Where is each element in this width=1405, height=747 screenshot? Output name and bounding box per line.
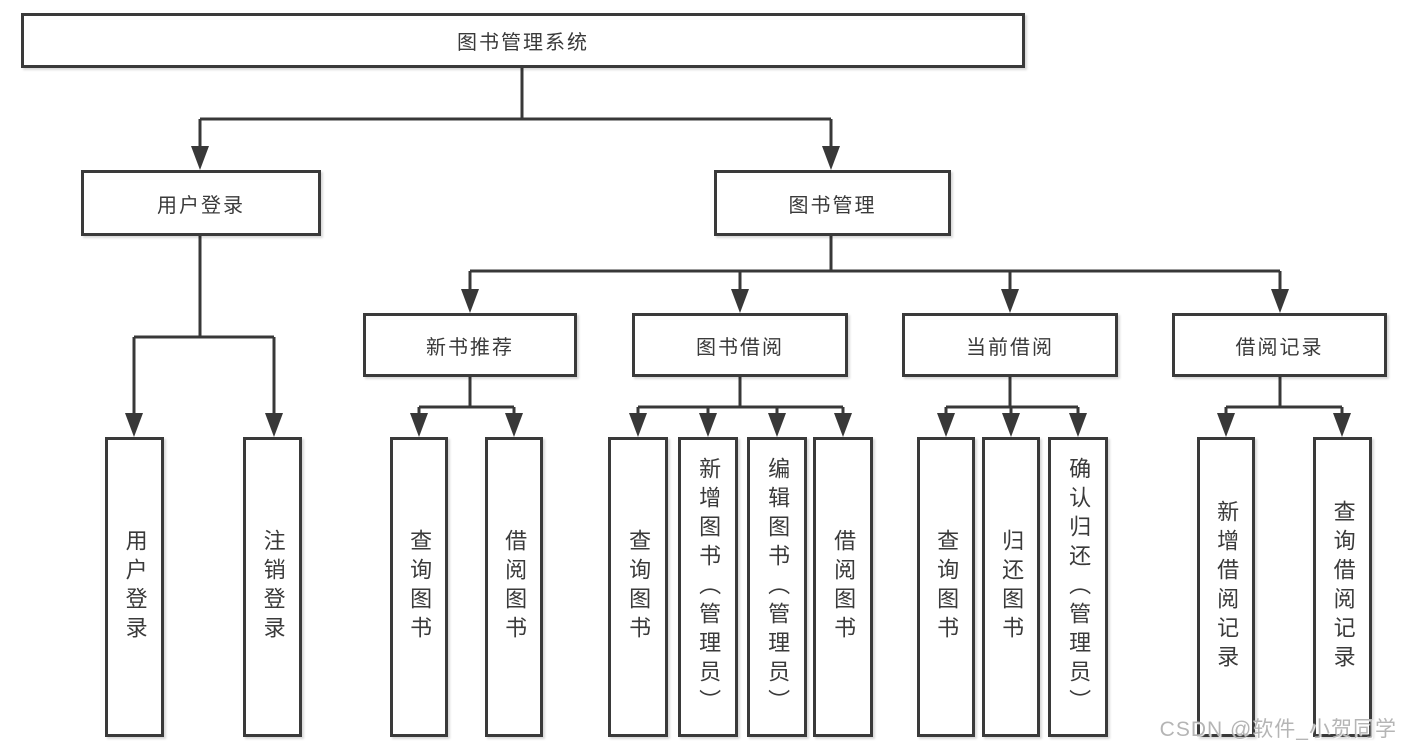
leaf-borrow-books-2: 借阅图书 [813,437,873,737]
node-label: 图书管理 [788,194,877,217]
node-new-book-recommend: 新书推荐 [363,313,577,377]
node-label: 新增借阅记录 [1214,500,1240,674]
node-label: 查询借阅记录 [1330,500,1356,674]
node-book-management: 图书管理 [714,170,951,236]
node-label: 新增图书（管理员） [696,456,722,718]
node-borrowing-records: 借阅记录 [1172,313,1387,377]
arrowhead-down-icon [822,146,840,170]
arrowhead-down-icon [1002,413,1020,437]
leaf-query-books-1: 查询图书 [390,437,448,737]
arrowhead-down-icon [1271,289,1289,313]
node-label: 借阅记录 [1235,336,1324,359]
arrowhead-down-icon [937,413,955,437]
node-label: 借阅图书 [831,529,857,645]
node-label: 查询图书 [626,529,652,645]
arrowhead-down-icon [410,413,428,437]
arrowhead-down-icon [265,413,283,437]
arrowhead-down-icon [1001,289,1019,313]
node-label: 当前借阅 [966,336,1054,359]
connector-user-login-to-leaves [132,236,276,424]
arrowhead-down-icon [125,413,143,437]
arrowhead-down-icon [1333,413,1351,437]
node-label: 确认归还（管理员） [1066,456,1092,718]
node-label: 查询图书 [934,529,960,645]
node-label: 编辑图书（管理员） [765,456,791,718]
watermark: CSDN @软件_小贺同学 [1159,718,1397,741]
arrowhead-down-icon [1217,413,1235,437]
node-user-login: 用户登录 [81,170,321,236]
leaf-query-books-3: 查询图书 [917,437,975,737]
arrowhead-down-icon [834,413,852,437]
connector-book-management-to-level3 [468,236,1282,300]
node-label: 新书推荐 [426,336,514,359]
connector-borrowing-records-to-leaves [1224,377,1344,424]
node-label: 归还图书 [999,529,1025,645]
arrowhead-down-icon [629,413,647,437]
connector-root-to-level2 [198,68,833,158]
leaf-edit-books-admin: 编辑图书（管理员） [747,437,807,737]
node-label: 注销登录 [260,529,286,645]
leaf-query-borrow-record: 查询借阅记录 [1313,437,1372,737]
node-book-borrowing: 图书借阅 [632,313,848,377]
arrowhead-down-icon [461,289,479,313]
leaf-borrow-books-1: 借阅图书 [485,437,543,737]
node-current-borrowing: 当前借阅 [902,313,1118,377]
connector-book-borrowing-to-leaves [636,377,845,424]
leaf-add-books-admin: 新增图书（管理员） [678,437,738,737]
node-label: 图书管理系统 [457,32,589,54]
leaf-query-books-2: 查询图书 [608,437,668,737]
leaf-return-books: 归还图书 [982,437,1040,737]
node-label: 用户登录 [122,529,148,645]
leaf-user-login: 用户登录 [105,437,164,737]
node-label: 查询图书 [407,529,433,645]
connector-new-book-recommend-to-leaves [417,377,516,424]
arrowhead-down-icon [1069,413,1087,437]
node-label: 图书借阅 [696,336,784,359]
arrowhead-down-icon [191,146,209,170]
arrowhead-down-icon [731,289,749,313]
arrowhead-down-icon [699,413,717,437]
arrowhead-down-icon [505,413,523,437]
arrowhead-down-icon [768,413,786,437]
leaf-confirm-return-admin: 确认归还（管理员） [1048,437,1108,737]
node-root: 图书管理系统 [21,13,1025,68]
node-label: 用户登录 [157,194,245,217]
node-label: 借阅图书 [502,529,528,645]
leaf-add-borrow-record: 新增借阅记录 [1197,437,1255,737]
leaf-logout: 注销登录 [243,437,302,737]
